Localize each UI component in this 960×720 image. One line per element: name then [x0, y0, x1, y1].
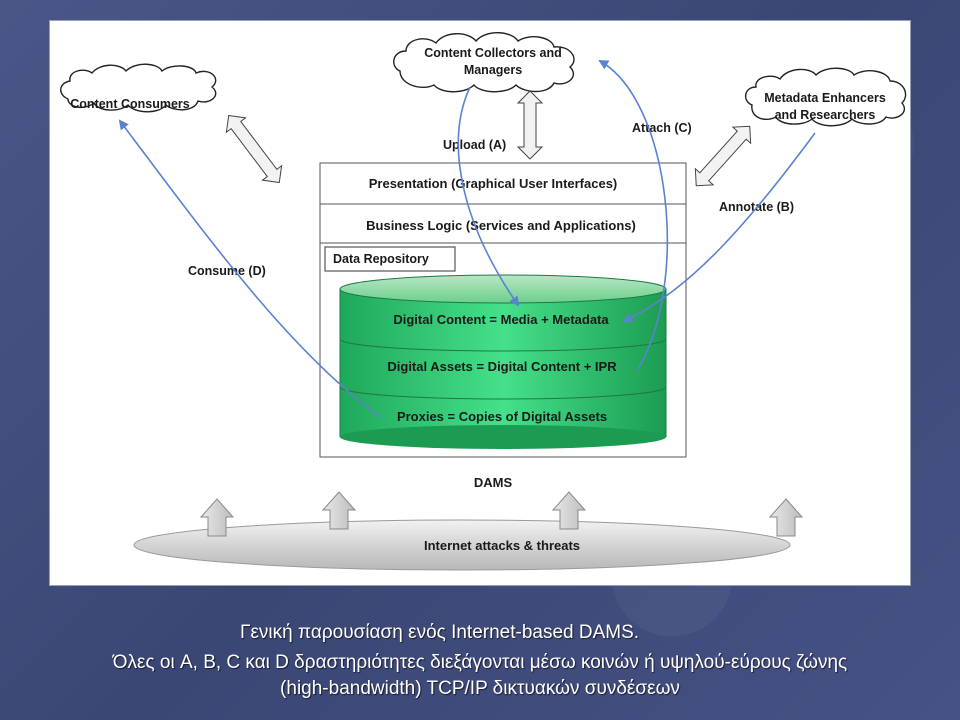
metadata-enhancers-label-line2: and Researchers [775, 108, 876, 122]
threat-arrow-icon [321, 491, 357, 530]
consume-arrow [118, 119, 381, 418]
attach-arrow [598, 60, 669, 370]
internet-ellipse [133, 519, 791, 571]
digital-content-label: Digital Content = Media + Metadata [393, 312, 609, 327]
consume-d-label: Consume (D) [188, 264, 266, 278]
cloud-icon [745, 67, 907, 127]
data-repository-label: Data Repository [333, 252, 429, 266]
diagram-panel: Internet attacks & threats Presentation … [49, 20, 911, 586]
bidirectional-arrow-icon [516, 90, 544, 160]
annotate-arrow [622, 132, 816, 323]
attach-c-label: Attach (C) [632, 121, 692, 135]
threat-arrow-icon [199, 498, 235, 537]
cloud-icon [60, 63, 217, 113]
caption-line-3: (high-bandwidth) TCP/IP δικτυακών συνδέσ… [280, 678, 680, 699]
proxies-label: Proxies = Copies of Digital Assets [397, 409, 607, 424]
threat-arrow-icon [551, 491, 587, 530]
metadata-enhancers-label-line1: Metadata Enhancers [764, 91, 886, 105]
caption-title: Γενική παρουσίαση ενός Internet-based DA… [240, 622, 640, 643]
bidirectional-arrow-icon [694, 125, 752, 187]
storage-cylinder [339, 274, 667, 449]
bidirectional-arrow-icon [225, 114, 283, 184]
content-consumers-label: Content Consumers [70, 97, 190, 111]
caption-line-2: Όλες οι A, B, C και D δραστηριότητες διε… [112, 652, 848, 673]
upload-a-label: Upload (A) [443, 138, 506, 152]
business-logic-layer-label: Business Logic (Services and Application… [366, 218, 636, 233]
data-repository-box [324, 246, 456, 272]
content-collectors-label-line1: Content Collectors and [424, 46, 562, 60]
presentation-layer-label: Presentation (Graphical User Interfaces) [369, 176, 618, 191]
dams-diagram: Internet attacks & threats Presentation … [60, 32, 907, 571]
upload-arrow [457, 86, 520, 307]
digital-assets-label: Digital Assets = Digital Content + IPR [387, 359, 617, 374]
cloud-icon [393, 32, 575, 93]
internet-label: Internet attacks & threats [424, 538, 580, 553]
dams-label: DAMS [474, 475, 513, 490]
threat-arrow-icon [768, 498, 804, 537]
content-collectors-label-line2: Managers [464, 63, 522, 77]
